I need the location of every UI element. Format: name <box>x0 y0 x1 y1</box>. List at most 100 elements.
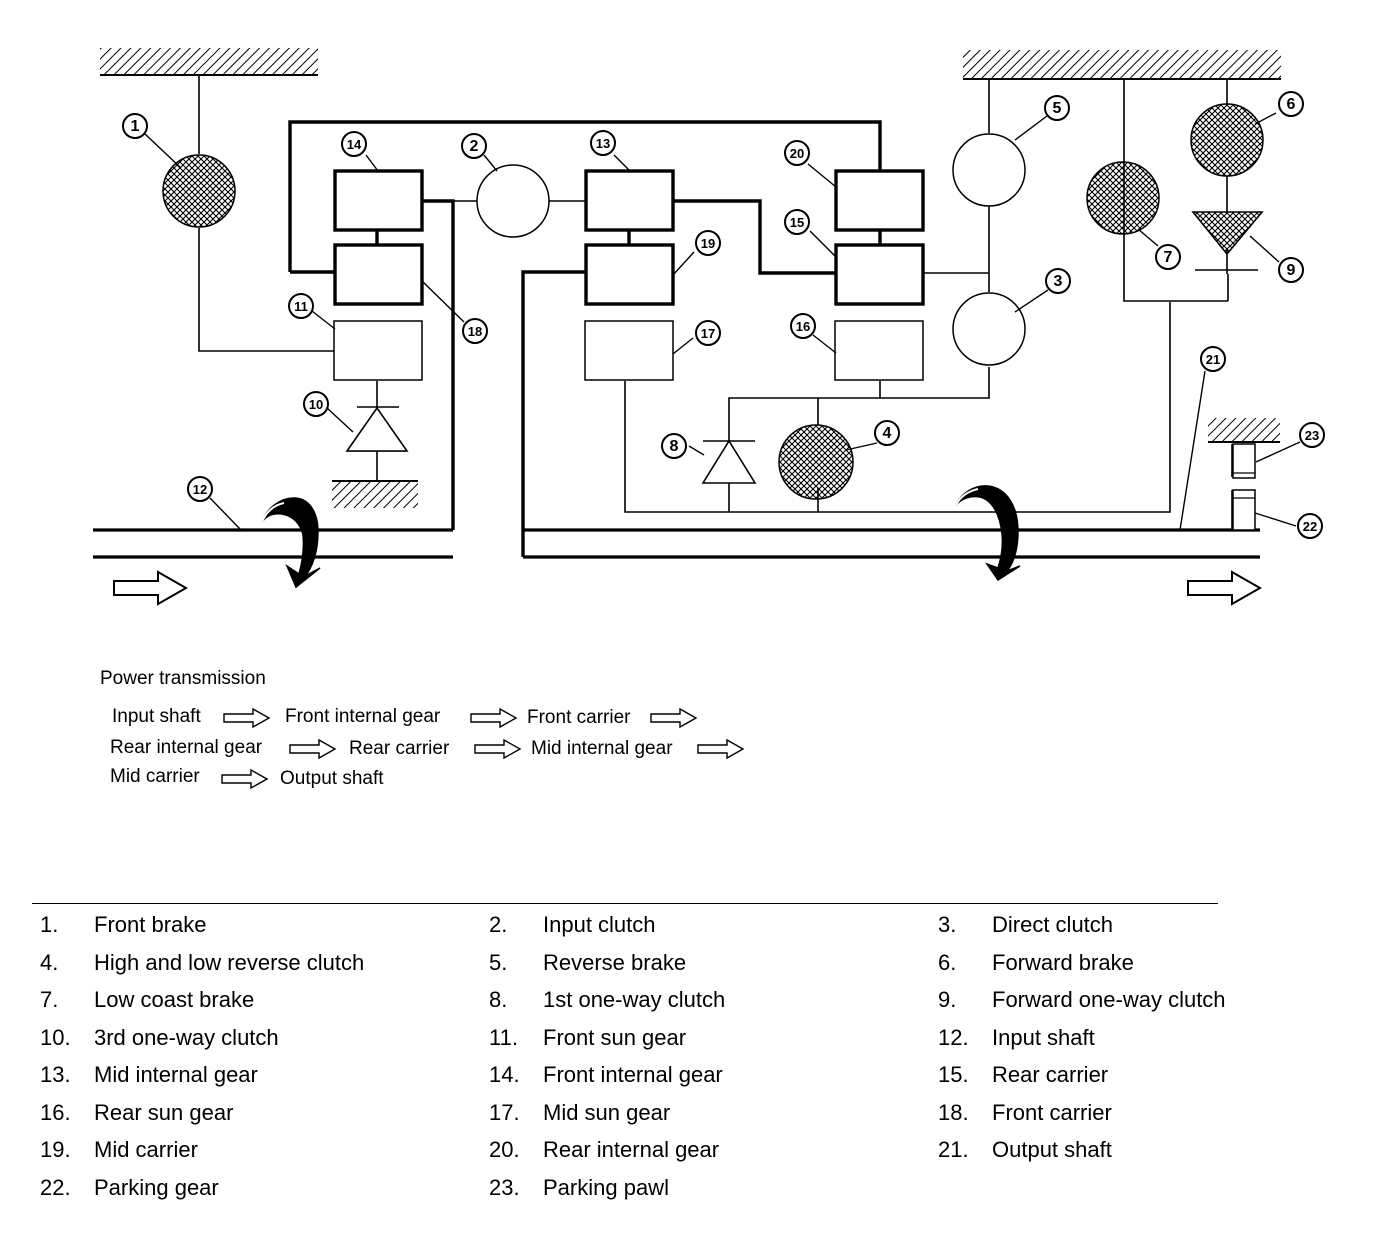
callout-number: 23 <box>1305 428 1319 443</box>
callout-1: 1 <box>122 113 148 139</box>
box-mid-carrier <box>584 243 675 306</box>
legend-label: Front internal gear <box>543 1062 723 1087</box>
legend-label: Mid carrier <box>94 1137 198 1162</box>
legend-label: Rear carrier <box>992 1062 1109 1087</box>
callout-7: 7 <box>1155 244 1181 270</box>
input-rotation-arrow <box>261 497 321 589</box>
callout-number: 17 <box>701 326 715 341</box>
callout-number: 4 <box>883 425 892 442</box>
callout-number: 13 <box>596 136 610 151</box>
flow-arrow-icon <box>221 768 269 790</box>
flow-arrow-icon <box>650 707 698 729</box>
callout-number: 3 <box>1054 273 1063 290</box>
legend-number: 20. <box>489 1137 520 1162</box>
legend-number: 19. <box>40 1137 71 1162</box>
third-one-way-clutch-symbol <box>345 406 409 452</box>
flow-arrow-icon <box>223 707 271 729</box>
legend-label: Reverse brake <box>543 949 687 975</box>
callout-number: 8 <box>670 438 679 455</box>
box-front-carrier <box>333 243 424 306</box>
direct-clutch-circle <box>952 292 1026 366</box>
power-step-front-internal-gear: Front internal gear <box>285 706 441 727</box>
callout-number: 11 <box>294 299 308 314</box>
callout-number: 14 <box>347 137 362 152</box>
callout-6: 6 <box>1278 91 1304 117</box>
ground-top-left <box>100 48 318 74</box>
legend-label: Input shaft <box>992 1024 1095 1050</box>
ground-top-right <box>963 50 1281 78</box>
legend-label: Mid sun gear <box>543 1099 671 1125</box>
flow-arrow-icon <box>470 707 518 729</box>
legend-number: 21. <box>938 1137 969 1162</box>
legend-label: Parking pawl <box>543 1174 669 1200</box>
legend-number: 9. <box>938 987 957 1012</box>
flow-arrow-icon <box>697 738 745 760</box>
legend-number: 23. <box>489 1174 520 1200</box>
callout-12: 12 <box>187 476 213 502</box>
flow-arrow-icon <box>289 738 337 760</box>
legend-number: 3. <box>938 912 957 937</box>
callout-number: 18 <box>468 324 482 339</box>
first-one-way-clutch-symbol <box>701 439 757 484</box>
callout-21: 21 <box>1200 346 1226 372</box>
power-step-rear-carrier: Rear carrier <box>349 738 450 759</box>
box-front-internal-gear <box>333 169 424 232</box>
output-flow-arrow <box>1187 571 1261 605</box>
legend-number: 10. <box>40 1024 71 1050</box>
legend-label: Forward one-way clutch <box>992 987 1226 1012</box>
legend-label: Mid internal gear <box>94 1062 258 1087</box>
legend-number: 17. <box>489 1099 520 1125</box>
leader-lines <box>144 112 1301 531</box>
legend-label: Output shaft <box>992 1137 1112 1162</box>
legend-number: 7. <box>40 987 59 1012</box>
callout-15: 15 <box>784 209 810 235</box>
callout-number: 2 <box>470 138 479 155</box>
power-step-mid-carrier: Mid carrier <box>110 766 200 787</box>
forward-brake-circle <box>1190 103 1264 177</box>
parking-gear-block <box>1232 489 1256 531</box>
legend-label: 3rd one-way clutch <box>94 1024 279 1050</box>
legend-number: 6. <box>938 949 957 975</box>
box-rear-sun-gear <box>834 320 924 381</box>
callout-22: 22 <box>1297 513 1323 539</box>
legend-label: 1st one-way clutch <box>543 987 726 1012</box>
box-mid-sun-gear <box>584 320 674 381</box>
legend-number: 12. <box>938 1024 969 1050</box>
legend-number: 5. <box>489 949 508 975</box>
output-rotation-arrow <box>955 485 1021 582</box>
callout-number: 15 <box>790 215 804 230</box>
power-step-mid-internal-gear: Mid internal gear <box>531 738 673 759</box>
legend-number: 11. <box>489 1024 518 1050</box>
callout-5: 5 <box>1044 95 1070 121</box>
input-clutch-circle <box>476 164 550 238</box>
parking-pawl-block <box>1232 443 1256 479</box>
callout-number: 10 <box>309 397 323 412</box>
callout-number: 5 <box>1053 100 1062 117</box>
legend-number: 16. <box>40 1099 71 1125</box>
callout-2: 2 <box>461 133 487 159</box>
callout-number: 1 <box>131 118 140 135</box>
forward-one-way-clutch-symbol <box>1191 211 1264 256</box>
callout-23: 23 <box>1299 422 1325 448</box>
reverse-brake-circle <box>952 133 1026 207</box>
ground-parking-pawl <box>1208 418 1280 442</box>
callout-16: 16 <box>790 313 816 339</box>
legend-number: 18. <box>938 1099 969 1125</box>
legend-number: 2. <box>489 912 508 937</box>
callout-20: 20 <box>784 140 810 166</box>
callout-11: 11 <box>288 293 314 319</box>
legend-number: 1. <box>40 912 59 937</box>
callout-number: 7 <box>1164 249 1173 266</box>
input-flow-arrow <box>113 571 187 605</box>
box-rear-carrier <box>834 243 925 306</box>
callout-number: 6 <box>1287 96 1296 113</box>
legend-label: Direct clutch <box>992 912 1114 937</box>
legend-number: 13. <box>40 1062 71 1087</box>
legend-number: 15. <box>938 1062 969 1087</box>
legend-number: 4. <box>40 949 59 975</box>
legend-label: Rear sun gear <box>94 1099 234 1125</box>
legend-label: Low coast brake <box>94 987 255 1012</box>
callout-number: 16 <box>796 319 810 334</box>
